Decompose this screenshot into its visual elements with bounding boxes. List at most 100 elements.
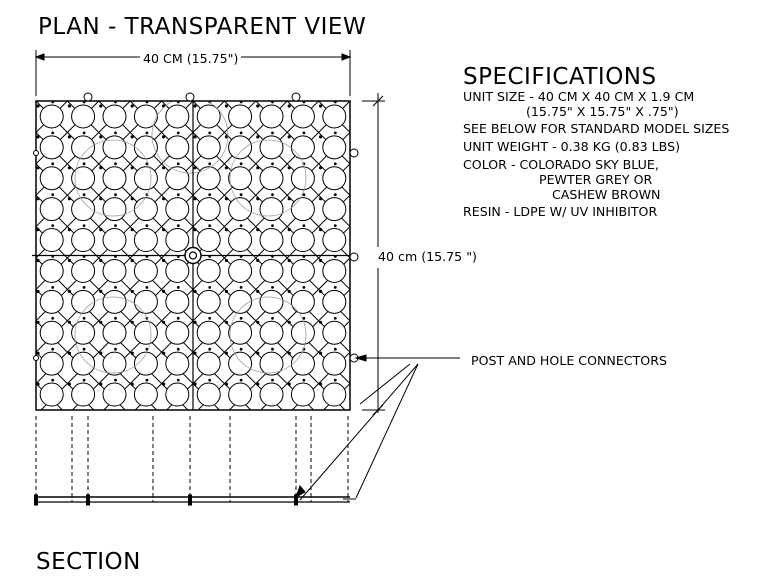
grid-cell xyxy=(193,347,221,376)
spec-line-color: COLOR - COLORADO SKY BLUE, xyxy=(463,157,659,172)
grid-cell xyxy=(36,286,64,314)
grid-cell xyxy=(193,162,221,191)
grid-cell xyxy=(224,316,253,345)
grid-cell xyxy=(67,224,96,253)
grid-cell xyxy=(287,255,315,283)
grid-cell xyxy=(224,193,253,222)
grid-cell xyxy=(162,286,190,314)
grid-cell xyxy=(193,193,221,222)
grid-cell xyxy=(256,224,284,253)
section-view xyxy=(34,416,356,506)
grid-cell xyxy=(130,286,158,314)
grid-cell xyxy=(67,193,96,222)
grid-cell xyxy=(256,378,284,407)
grid-cell xyxy=(224,347,253,376)
grid-cell xyxy=(319,131,347,160)
grid-cell xyxy=(99,193,127,222)
spec-line-unit-size: UNIT SIZE - 40 CM X 40 CM X 1.9 CM xyxy=(463,89,695,104)
side-dimension-label: 40 cm (15.75 ") xyxy=(378,249,477,264)
grid-cell xyxy=(287,101,315,129)
grid-cell xyxy=(99,131,127,160)
grid-cell xyxy=(319,224,347,253)
grid-cell xyxy=(99,378,127,407)
plan-title: PLAN - TRANSPARENT VIEW xyxy=(38,14,367,40)
grid-cell xyxy=(130,224,158,253)
grid-cell xyxy=(67,255,96,283)
spec-line-unit-weight: UNIT WEIGHT - 0.38 KG (0.83 LBS) xyxy=(463,139,681,154)
spec-line-model-sizes: SEE BELOW FOR STANDARD MODEL SIZES xyxy=(463,121,730,136)
grid-cell xyxy=(224,255,253,283)
grid-cell xyxy=(224,101,253,129)
grid-cell xyxy=(319,255,347,283)
grid-cell xyxy=(193,224,221,253)
grid-cell xyxy=(162,193,190,222)
connector-posts xyxy=(33,92,359,363)
grid-cell xyxy=(99,255,127,283)
callout-connectors: POST AND HOLE CONNECTORS xyxy=(471,353,667,368)
grid-cell xyxy=(193,101,221,129)
grid-cell xyxy=(256,193,284,222)
grid-panel xyxy=(32,92,359,411)
grid-cell xyxy=(67,101,96,129)
grid-cell xyxy=(193,316,221,345)
grid-cell xyxy=(99,286,127,314)
grid-cell xyxy=(99,101,127,129)
grid-cell xyxy=(130,131,158,160)
grid-cell xyxy=(256,255,284,283)
grid-cell xyxy=(162,347,190,376)
grid-cell xyxy=(130,316,158,345)
grid-cell xyxy=(36,162,64,191)
grid-cell xyxy=(256,162,284,191)
grid-cell xyxy=(319,316,347,345)
grid-cell xyxy=(36,316,64,345)
spec-line-resin: RESIN - LDPE W/ UV INHIBITOR xyxy=(463,204,658,219)
grid-cell xyxy=(224,378,253,407)
grid-cell xyxy=(130,193,158,222)
grid-cell xyxy=(256,347,284,376)
grid-cell xyxy=(67,131,96,160)
grid-cell xyxy=(287,316,315,345)
grid-cell xyxy=(162,101,190,129)
grid-cell xyxy=(193,378,221,407)
grid-cell xyxy=(319,162,347,191)
grid-cell xyxy=(287,378,315,407)
center-connector xyxy=(184,246,202,265)
grid-cell xyxy=(67,286,96,314)
grid-cell xyxy=(162,224,190,253)
top-dimension-label: 40 CM (15.75") xyxy=(140,51,242,66)
grid-cell xyxy=(256,131,284,160)
grid-cell xyxy=(162,316,190,345)
grid-cell xyxy=(36,378,64,407)
grid-cell xyxy=(319,347,347,376)
grid-cell xyxy=(67,316,96,345)
grid-cell xyxy=(99,162,127,191)
callout-leaders xyxy=(299,363,419,501)
grid-cell xyxy=(130,162,158,191)
grid-cell xyxy=(224,286,253,314)
grid-cell xyxy=(193,286,221,314)
grid-cell xyxy=(36,101,64,129)
grid-cell xyxy=(99,224,127,253)
grid-cell xyxy=(193,131,221,160)
grid-cell xyxy=(162,255,190,283)
grid-cell xyxy=(319,193,347,222)
section-title: SECTION xyxy=(36,549,141,575)
transparent-circles xyxy=(74,101,307,374)
spec-line-color-2: PEWTER GREY OR xyxy=(539,172,653,187)
grid-cell xyxy=(36,193,64,222)
grid-cell xyxy=(130,378,158,407)
spec-line-color-3: CASHEW BROWN xyxy=(552,187,661,202)
grid-cell xyxy=(162,162,190,191)
grid-cell xyxy=(67,162,96,191)
grid-cell xyxy=(130,255,158,283)
grid-cell xyxy=(99,316,127,345)
grid-cell xyxy=(67,378,96,407)
grid-cell xyxy=(319,101,347,129)
grid-cell xyxy=(256,101,284,129)
center-connector-inner xyxy=(188,251,198,260)
grid-cell xyxy=(287,224,315,253)
grid-cell xyxy=(224,224,253,253)
grid-cell xyxy=(36,224,64,253)
grid-cell xyxy=(256,286,284,314)
dimension-lines xyxy=(34,50,460,501)
